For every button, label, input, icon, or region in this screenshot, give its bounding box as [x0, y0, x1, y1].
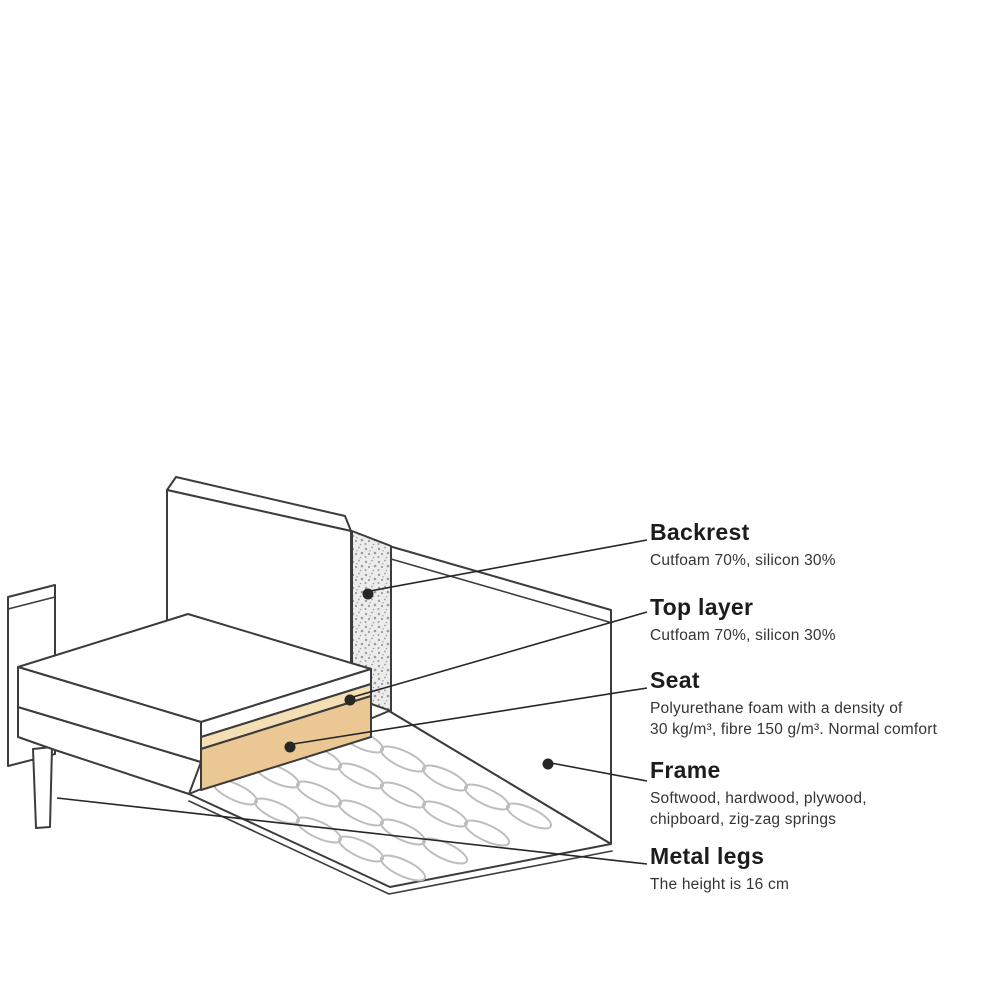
- callout-top-layer: Top layer Cutfoam 70%, silicon 30%: [650, 593, 995, 646]
- callout-title: Seat: [650, 667, 700, 693]
- callout-desc-line: chipboard, zig-zag springs: [650, 811, 837, 828]
- spring-coil: [379, 745, 427, 773]
- callout-title: Frame: [650, 757, 721, 783]
- leader-line-top-layer: [352, 611, 648, 698]
- spring-coil: [337, 835, 385, 863]
- callout-desc-line: The height is 16 cm: [650, 876, 790, 893]
- spring-coil: [295, 816, 343, 844]
- leader-line-backrest: [369, 539, 648, 592]
- metal-leg: [32, 746, 53, 829]
- callout-desc-line: Cutfoam 70%, silicon 30%: [650, 552, 836, 569]
- spring-coil: [337, 799, 385, 827]
- callout-desc-line: Cutfoam 70%, silicon 30%: [650, 627, 836, 644]
- leader-line-frame: [550, 762, 648, 782]
- seat-cushion: [17, 613, 372, 763]
- callout-desc-line: 30 kg/m³, fibre 150 g/m³. Normal comfort: [650, 721, 938, 738]
- anchor-dot-frame: [542, 758, 554, 770]
- callout-desc-line: Softwood, hardwood, plywood,: [650, 790, 867, 807]
- callout-desc-line: Polyurethane foam with a density of: [650, 700, 903, 717]
- zigzag-springs: [211, 726, 553, 882]
- callout-seat: Seat Polyurethane foam with a density of…: [650, 666, 995, 740]
- spring-coil: [463, 783, 511, 811]
- armrest-top-edge: [7, 596, 56, 610]
- callout-backrest: Backrest Cutfoam 70%, silicon 30%: [650, 518, 995, 571]
- spring-coil: [421, 800, 469, 828]
- leader-line-metal-legs: [56, 797, 648, 865]
- anchor-dot-backrest: [362, 588, 374, 600]
- callout-title: Top layer: [650, 594, 754, 620]
- callout-title: Metal legs: [650, 843, 765, 869]
- spring-coil: [337, 762, 385, 790]
- spring-coil: [379, 854, 427, 882]
- spring-coil: [505, 802, 553, 830]
- callout-frame: Frame Softwood, hardwood, plywood, chipb…: [650, 756, 995, 830]
- spring-coil: [295, 780, 343, 808]
- spring-coil: [379, 818, 427, 846]
- spring-coil: [379, 781, 427, 809]
- seat-foam-cut-face: [200, 695, 372, 791]
- spring-coil: [463, 819, 511, 847]
- spring-coil: [421, 764, 469, 792]
- anchor-dot-seat: [284, 741, 296, 753]
- spring-coil: [253, 797, 301, 825]
- callout-metal-legs: Metal legs The height is 16 cm: [650, 842, 995, 895]
- callout-title: Backrest: [650, 519, 750, 545]
- anchor-dots: [284, 588, 554, 770]
- leader-line-seat: [292, 687, 648, 745]
- anchor-dot-top-layer: [344, 694, 356, 706]
- frame-back-panel-top-edge: [390, 558, 610, 623]
- leader-lines: [56, 539, 648, 865]
- spring-coil: [421, 837, 469, 865]
- frame-base-bottom-edge: [188, 800, 613, 895]
